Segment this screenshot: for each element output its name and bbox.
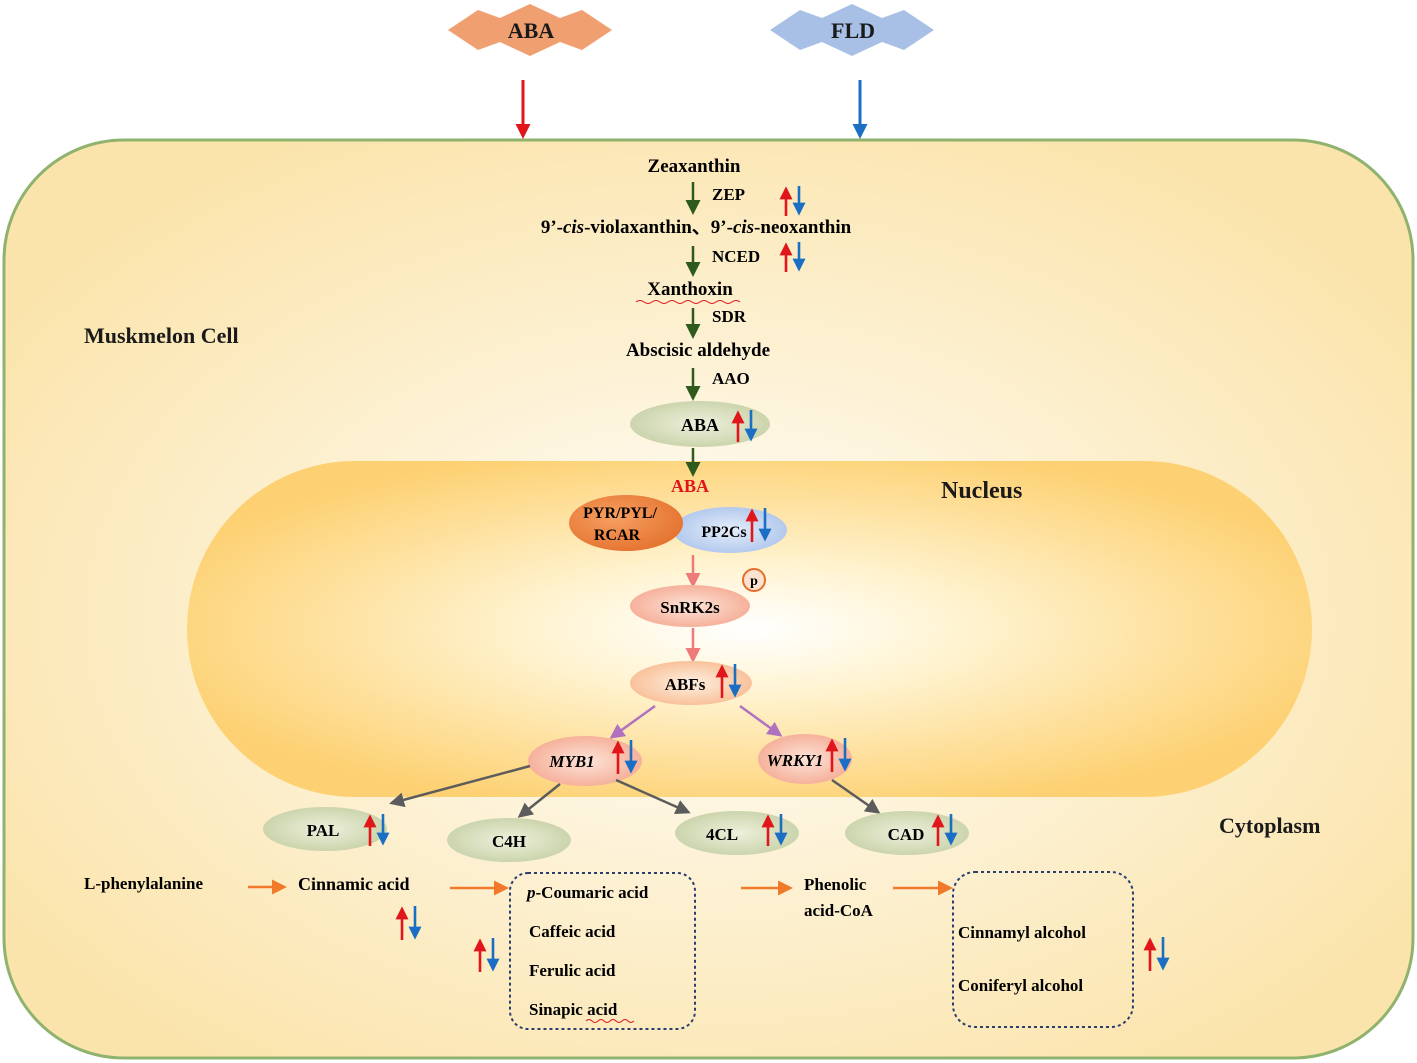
coniferyl-alcohol: Coniferyl alcohol (958, 976, 1083, 995)
phenolic-acid-coa-2: acid-CoA (804, 901, 874, 920)
aba-node-label: ABA (681, 415, 719, 435)
p-coumaric-acid: p-Coumaric acid (525, 883, 649, 902)
phospho-label: p (750, 574, 758, 589)
regulation-arrows (363, 186, 1170, 972)
receptor-label-2: RCAR (594, 527, 641, 544)
myb1-label: MYB1 (548, 752, 594, 771)
snrk2s-label: SnRK2s (660, 598, 720, 617)
arrow-myb-pal (389, 764, 531, 808)
l-phenylalanine: L-phenylalanine (84, 874, 203, 893)
pal-node (263, 807, 387, 851)
zep-enzyme: ZEP (712, 185, 745, 204)
cinnamyl-alcohol: Cinnamyl alcohol (958, 923, 1086, 942)
aba-stimulus: ABA (448, 4, 612, 56)
receptor-node (569, 495, 683, 551)
ferulic-acid: Ferulic acid (529, 961, 616, 980)
fld-stimulus-label: FLD (831, 18, 875, 43)
cell-label: Muskmelon Cell (84, 323, 239, 348)
xanthoxin: Xanthoxin (647, 279, 733, 300)
violaxanthin-neoxanthin: 9’-cis-violaxanthin、9’-cis-neoxanthin (541, 217, 852, 238)
arrow-myb-c4h (517, 783, 561, 818)
cinnamic-acid: Cinnamic acid (298, 874, 410, 894)
abfs-label: ABFs (665, 675, 706, 694)
aba-stimulus-label: ABA (508, 18, 555, 43)
c4h-label: C4H (492, 832, 526, 851)
snrk2s-node (630, 585, 750, 627)
sinapic-underline (585, 1019, 635, 1023)
arrow-abf-myb (609, 704, 656, 739)
arrow-myb-4cl (615, 778, 691, 814)
nucleus-label: Nucleus (941, 478, 1022, 504)
monolignol-box (952, 871, 1134, 1028)
nced-enzyme: NCED (712, 247, 760, 266)
aba-red-label: ABA (671, 476, 709, 496)
phospho-badge (742, 568, 766, 592)
receptor-label-1: PYR/PYL/ (583, 505, 657, 522)
wrky1-label: WRKY1 (767, 751, 824, 770)
nucleus (187, 461, 1312, 797)
caffeic-acid: Caffeic acid (529, 922, 616, 941)
hydroxycinnamic-acids-box (509, 872, 696, 1030)
abscisic-aldehyde: Abscisic aldehyde (626, 340, 770, 361)
sinapic-acid: Sinapic acid (529, 1000, 618, 1019)
pp2cs-label: PP2Cs (701, 524, 746, 541)
phenolic-acid-coa-1: Phenolic (804, 875, 867, 894)
cytoplasm-label: Cytoplasm (1219, 813, 1320, 838)
cad-label: CAD (888, 825, 925, 844)
sdr-enzyme: SDR (712, 307, 747, 326)
arrow-abf-wrky (739, 704, 783, 737)
fld-stimulus: FLD (770, 4, 934, 56)
xanthoxin-underline (635, 300, 741, 304)
4cl-label: 4CL (706, 825, 738, 844)
aao-enzyme: AAO (712, 369, 750, 388)
zeaxanthin: Zeaxanthin (648, 156, 741, 177)
arrow-wrky-cad (831, 778, 881, 814)
c4h-node (447, 818, 571, 862)
pal-label: PAL (307, 821, 340, 840)
